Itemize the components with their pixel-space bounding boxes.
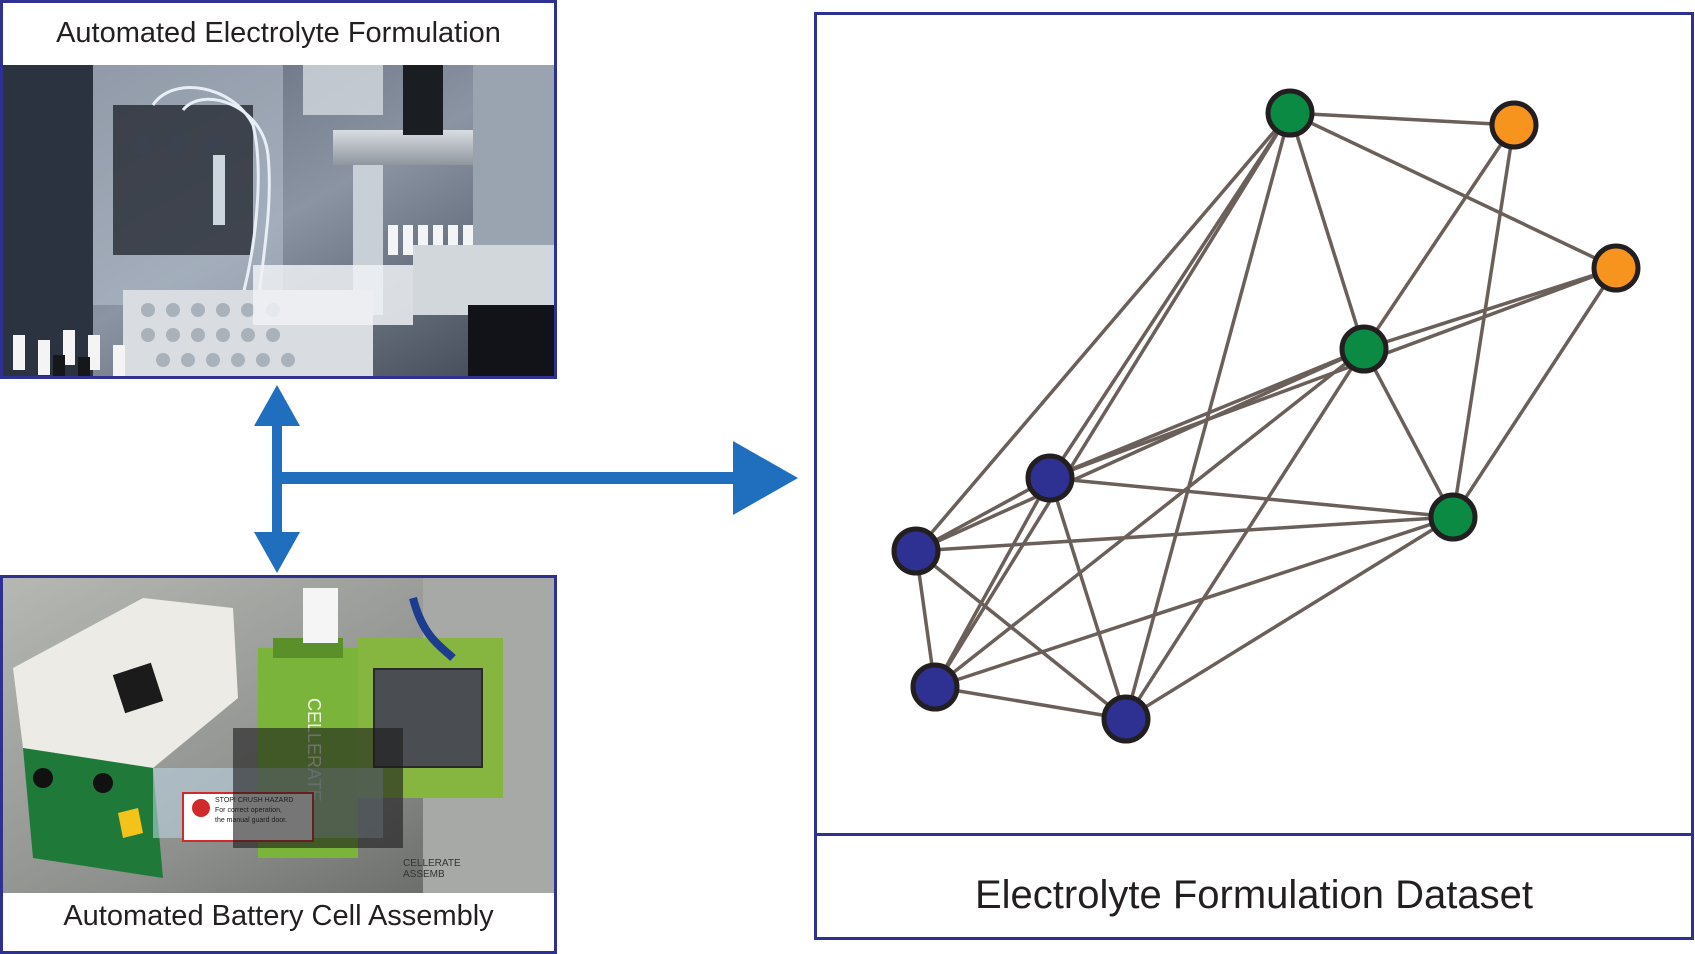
cell-assembly-photo: CELLERATE STOP! CRUSH HAZARD For correct… (3, 578, 554, 893)
graph-edge (933, 347, 1366, 689)
graph-edge (915, 347, 1365, 553)
graph-node-green (1428, 492, 1478, 542)
graph-node-orange (1489, 100, 1539, 150)
dataset-title: Electrolyte Formulation Dataset (974, 873, 1533, 917)
graph-edge (914, 111, 1292, 553)
graph-edge (1124, 348, 1366, 720)
right-arrow-head (733, 441, 798, 515)
graph-edge (914, 549, 1128, 721)
graph-node-blue (910, 662, 960, 712)
graph-edge (1048, 112, 1292, 479)
formulation-panel: Automated Electrolyte Formulation (0, 0, 557, 379)
graph-edge (1049, 347, 1365, 480)
graph-edge (1125, 515, 1454, 721)
graph-edge (915, 476, 1051, 553)
down-arrow-head (254, 532, 300, 573)
panel-divider (817, 833, 1691, 836)
graph-edge (1362, 124, 1516, 350)
dataset-panel: Electrolyte Formulation Dataset (814, 12, 1694, 940)
workflow-arrows (254, 385, 798, 573)
graph-edge (1048, 477, 1128, 720)
assembly-panel: CELLERATE STOP! CRUSH HAZARD For correct… (0, 575, 557, 954)
graph-edge (1451, 124, 1516, 518)
base-label2: ASSEMB (403, 869, 445, 880)
graph-edge (1288, 112, 1366, 350)
graph-edge (934, 685, 1127, 721)
base-label1: CELLERATE (403, 858, 461, 869)
graph-edge (915, 515, 1454, 553)
graph-edge (1362, 348, 1455, 518)
formulation-title: Automated Electrolyte Formulation (56, 17, 501, 49)
graph-edge (933, 477, 1052, 688)
graph-edge (1049, 476, 1454, 519)
graph-edge (1363, 266, 1617, 351)
graph-node-blue (891, 526, 941, 576)
graph-edge (934, 515, 1454, 689)
graph-edge (933, 112, 1292, 688)
graph-edge (1451, 267, 1618, 518)
graph-edge (1289, 111, 1617, 270)
graph-node-blue (1025, 453, 1075, 503)
lab-robot-photo (3, 65, 554, 376)
assembly-title: Automated Battery Cell Assembly (63, 900, 494, 932)
formulation-network-graph (891, 88, 1641, 744)
graph-node-orange (1591, 243, 1641, 293)
graph-edge (1124, 112, 1292, 720)
graph-node-green (1265, 88, 1315, 138)
graph-edge (1289, 111, 1515, 127)
up-arrow-head (254, 385, 300, 426)
graph-node-green (1339, 324, 1389, 374)
horizontal-arrow-shaft (277, 472, 737, 484)
graph-node-blue (1101, 694, 1151, 744)
